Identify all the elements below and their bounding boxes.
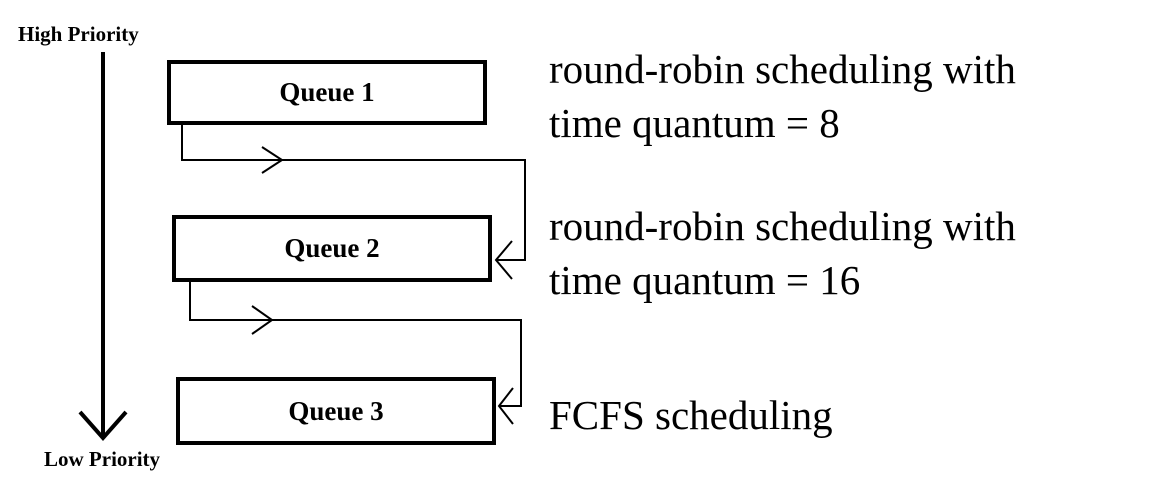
queue-1-description: round-robin scheduling with time quantum… (549, 42, 1016, 150)
queue-1-description-line-1: round-robin scheduling with (549, 46, 1016, 92)
queue-3-description-line-1: FCFS scheduling (549, 392, 833, 438)
queue-2-description-line-2: time quantum = 16 (549, 257, 861, 303)
priority-arrow (78, 52, 128, 442)
connector-chevron-1 (261, 146, 284, 174)
queue-3-box: Queue 3 (176, 377, 496, 445)
queue-1-description-line-2: time quantum = 8 (549, 100, 840, 146)
connector-queue2-to-queue3 (189, 282, 522, 425)
low-priority-label: Low Priority (44, 447, 161, 471)
queue-2-description-line-1: round-robin scheduling with (549, 203, 1016, 249)
priority-arrow-head (78, 410, 128, 442)
queue-1-box: Queue 1 (167, 60, 487, 125)
connector-chevron-2 (251, 305, 274, 335)
queue-3-description: FCFS scheduling (549, 388, 833, 442)
high-priority-label: High Priority (18, 22, 139, 46)
connector-arrowhead-2 (497, 387, 514, 425)
connector-queue1-to-queue2 (181, 125, 526, 280)
connector-path-2 (189, 282, 522, 407)
connector-arrowhead-1 (494, 240, 513, 280)
queue-2-description: round-robin scheduling with time quantum… (549, 199, 1016, 307)
connector-path-1 (181, 125, 526, 261)
queue-2-box: Queue 2 (172, 215, 492, 282)
